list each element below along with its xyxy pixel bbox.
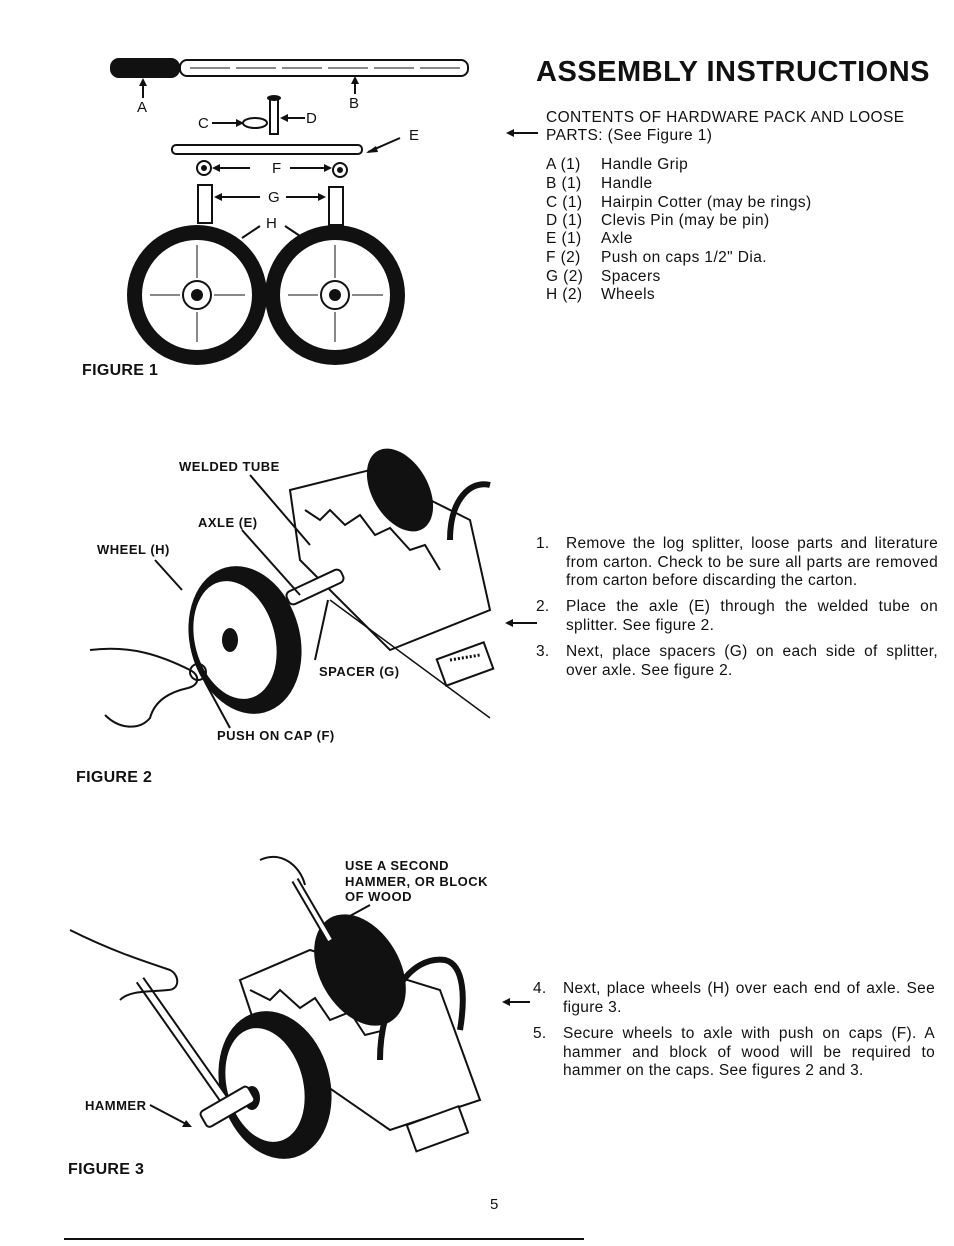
fig2-label-wheel: WHEEL (H) <box>97 542 170 557</box>
push-cap-icon <box>196 160 212 176</box>
fig3-label-hammer: HAMMER <box>85 1098 147 1113</box>
fig3-label-second-hammer-line3: OF WOOD <box>345 889 413 904</box>
parts-list-item: G (2)Spacers <box>546 268 661 285</box>
clevis-pin-icon <box>269 97 279 135</box>
figure-3-illustration <box>69 855 482 1159</box>
parts-list-item: C (1)Hairpin Cotter (may be rings) <box>546 194 812 211</box>
fig1-label-d: D <box>306 110 317 127</box>
parts-list-item: F (2)Push on caps 1/2" Dia. <box>546 249 767 266</box>
contents-heading-line1: CONTENTS OF HARDWARE PACK AND LOOSE <box>546 109 905 126</box>
figure-1-illustration <box>110 58 469 365</box>
fig1-label-c: C <box>198 115 209 132</box>
fig2-label-welded-tube: WELDED TUBE <box>179 459 280 474</box>
fig3-label-second-hammer-line2: HAMMER, OR BLOCK <box>345 874 489 889</box>
fig1-label-b: B <box>349 95 360 112</box>
contents-heading-line2: PARTS: (See Figure 1) <box>546 127 713 144</box>
footer-rule <box>64 1238 584 1240</box>
handle-grip-icon <box>110 58 180 78</box>
parts-list-item: B (1)Handle <box>546 175 653 192</box>
fig2-label-spacer: SPACER (G) <box>319 664 400 679</box>
spacer-icon <box>328 186 344 226</box>
wheel-icon <box>127 225 267 365</box>
fig2-label-push-on-cap: PUSH ON CAP (F) <box>217 728 335 743</box>
figure-2-caption: FIGURE 2 <box>76 769 153 786</box>
parts-list-item: A (1)Handle Grip <box>546 156 689 173</box>
wheel-icon <box>265 225 405 365</box>
figure-2-illustration <box>89 448 495 729</box>
fig1-label-a: A <box>137 99 148 116</box>
parts-list-item: D (1)Clevis Pin (may be pin) <box>546 212 770 229</box>
fig1-label-e: E <box>409 127 420 144</box>
fig1-label-g: G <box>268 189 280 206</box>
push-cap-icon <box>332 162 348 178</box>
fig1-label-h: H <box>266 215 277 232</box>
fig2-label-axle: AXLE (E) <box>198 515 258 530</box>
parts-list-item: E (1)Axle <box>546 230 633 247</box>
hairpin-cotter-icon <box>242 117 268 129</box>
figure-3-caption: FIGURE 3 <box>68 1161 145 1178</box>
figure-1-caption: FIGURE 1 <box>82 362 159 379</box>
page-title: ASSEMBLY INSTRUCTIONS <box>536 56 930 88</box>
handle-icon <box>179 59 469 77</box>
fig1-label-f: F <box>272 160 282 177</box>
fig3-label-second-hammer-line1: USE A SECOND <box>345 858 449 873</box>
page-number: 5 <box>490 1196 499 1213</box>
left-arrow-icon <box>505 619 537 627</box>
axle-icon <box>171 144 363 155</box>
left-arrow-icon <box>502 998 530 1006</box>
spacer-icon <box>197 184 213 224</box>
left-arrow-icon <box>506 129 538 137</box>
parts-list-item: H (2)Wheels <box>546 286 656 303</box>
